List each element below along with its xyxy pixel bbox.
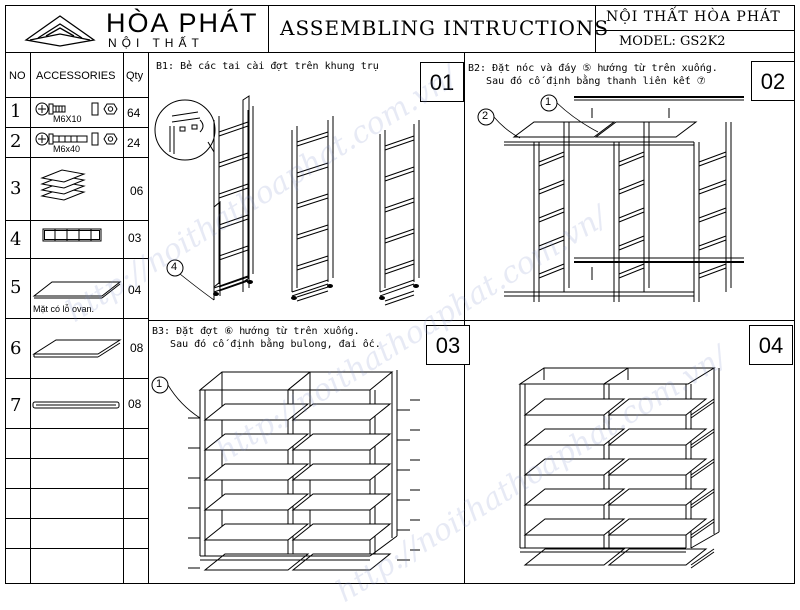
callout-4-icon [166,259,184,277]
header-divider [5,52,795,53]
table-row-line [5,258,148,259]
row-qty: 04 [128,283,142,297]
step-2-caption: B2: Đặt nóc và đáy ⑤ hướng từ trên xuống… [468,63,718,87]
row-no: 5 [10,277,22,298]
row-no: 2 [10,131,22,152]
row-no: 7 [10,395,22,416]
page-title: ASSEMBLING INTRUCTIONS [280,16,610,40]
table-row-line [5,220,148,221]
row-qty: 03 [128,231,142,245]
callout-label: 1 [156,378,163,390]
step-1-caption: B1: Bẻ các tai cài đợt trên khung trụ [156,61,379,72]
step-number-02: 02 [751,61,795,101]
bolt-m6x40-icon [35,132,118,146]
brand-logo [20,10,100,48]
table-row-line [5,428,148,429]
logo-mark-icon [24,15,96,47]
table-row-line [5,458,148,459]
sheet-frame [5,5,795,584]
header-sep-1 [268,5,269,52]
col-header-accessories: ACCESSORIES [36,70,116,82]
header-sep-2 [595,5,596,52]
frame-ladder [213,106,254,296]
row-label: M6x40 [53,144,81,154]
row-qty: 08 [128,397,142,411]
row-qty: 64 [127,106,141,120]
callout-label: 2 [482,110,489,122]
table-row-line [5,97,148,98]
panel-divider-h [148,320,795,321]
row-qty: 06 [130,184,144,198]
col-header-qty: Qty [126,70,144,82]
table-row-line [5,488,148,489]
brand-name: HÒA PHÁT [106,8,259,38]
row-label: M6X10 [53,114,82,124]
step-3-caption: B3: Đặt đợt ⑥ hướng từ trên xuống. Sau đ… [152,326,381,350]
connecting-bar-icon [32,401,120,409]
row-no: 6 [10,338,22,359]
step-number-03: 03 [426,325,470,365]
table-row-line [5,518,148,519]
table-row-line [5,548,148,549]
table-row-line [5,378,148,379]
model-label: MODEL: GS2K2 [619,34,726,49]
col-header-no: NO [9,70,26,82]
callouts-layer [151,94,599,419]
step-1-drawing [154,95,250,300]
step-3-drawing [188,370,420,571]
bolt-m6x10-icon [35,102,118,116]
step-number-01: 01 [420,62,464,102]
table-row-line [5,157,148,158]
panel-divider-v [464,52,465,584]
shelf-panel-icon [32,339,122,358]
callout-label: 1 [545,96,552,108]
header-sep-3 [595,30,795,31]
row-label: Mặt có lỗ ovan. [33,304,95,314]
frame-ladder [291,116,334,302]
row-no: 4 [10,229,22,250]
table-row-line [5,318,148,319]
table-row-line [5,127,148,128]
brand-sub: NỘI THẤT [108,36,204,50]
company-name: NỘI THẤT HÒA PHÁT [606,9,781,25]
row-qty: 08 [130,341,144,355]
step-2-drawing [504,96,744,302]
row-no: 3 [10,178,22,199]
frame-ladder-icon [42,228,102,242]
row-qty: 24 [127,136,141,150]
top-bottom-panel-icon [32,281,122,299]
step-4-drawing [518,367,720,569]
step-number-04: 04 [749,325,793,365]
frame-ladder [379,120,420,306]
callout-label: 4 [171,261,178,273]
side-panel-stack-icon [40,169,86,201]
row-no: 1 [10,101,22,122]
step-1-ladders [213,106,420,306]
table-col-line-3 [148,52,149,584]
